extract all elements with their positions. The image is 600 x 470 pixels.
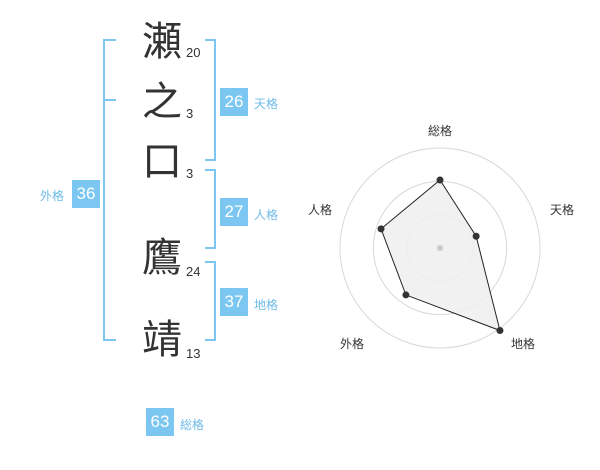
radar-point-0 — [436, 176, 444, 184]
stroke-count-5: 13 — [186, 346, 201, 361]
name-char-1: 瀬 — [142, 19, 182, 65]
tenkaku-label: 天格 — [254, 97, 279, 111]
radar-point-1 — [472, 232, 480, 240]
gaikaku-label: 外格 — [40, 189, 65, 203]
jinkaku-value: 27 — [220, 198, 248, 226]
soukaku-label: 総格 — [180, 418, 205, 432]
radar-center — [437, 245, 443, 251]
name-char-3: 口 — [142, 139, 182, 185]
chikaku-label: 地格 — [254, 298, 279, 312]
radar-point-3 — [402, 291, 410, 299]
radar-point-4 — [377, 225, 385, 233]
name-char-4: 鷹 — [142, 235, 182, 281]
tenkaku-value: 26 — [220, 88, 248, 116]
radar-axis-label-tenkaku: 天格 — [550, 203, 575, 217]
radar-polygon — [380, 179, 501, 332]
radar-ring — [339, 147, 541, 349]
name-char-5: 靖 — [142, 317, 182, 363]
gaikaku-value: 36 — [72, 180, 100, 208]
name-char-2: 之 — [142, 79, 182, 125]
radar-axis-label-chikaku: 地格 — [511, 337, 536, 351]
soukaku-value: 63 — [146, 408, 174, 436]
stroke-count-1: 20 — [186, 45, 201, 60]
stroke-count-3: 3 — [186, 166, 194, 181]
stroke-count-4: 24 — [186, 264, 201, 279]
radar-axis-label-soukaku: 総格 — [428, 124, 453, 138]
jinkaku-label: 人格 — [254, 208, 279, 222]
radar-axis-label-jinkaku: 人格 — [308, 203, 333, 217]
chikaku-value: 37 — [220, 288, 248, 316]
radar-point-2 — [496, 327, 504, 335]
stroke-count-2: 3 — [186, 106, 194, 121]
radar-axis-label-gaikaku: 外格 — [340, 337, 365, 351]
